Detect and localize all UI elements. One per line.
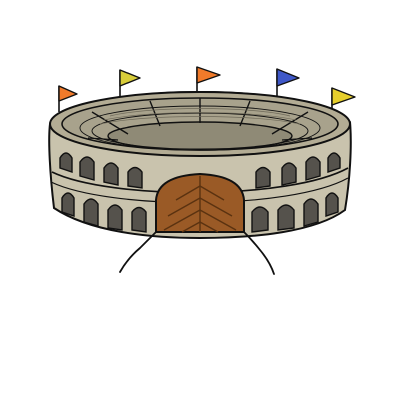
upper-arches (59, 152, 341, 189)
flag-5 (331, 87, 356, 112)
flag-3 (196, 66, 221, 94)
yellow-pennant-icon (119, 69, 141, 87)
stadium-top (49, 91, 351, 157)
flags-group (58, 66, 356, 112)
flag-4 (276, 68, 300, 96)
lower-arches (61, 192, 339, 233)
yellow-pennant-icon (331, 87, 356, 106)
blue-pennant-icon (276, 68, 300, 87)
main-gate (155, 172, 245, 233)
orange-pennant-icon (196, 66, 221, 84)
flag-1 (58, 85, 78, 112)
ground-path (119, 231, 275, 275)
flag-2 (119, 69, 141, 96)
orange-pennant-icon (58, 85, 78, 102)
